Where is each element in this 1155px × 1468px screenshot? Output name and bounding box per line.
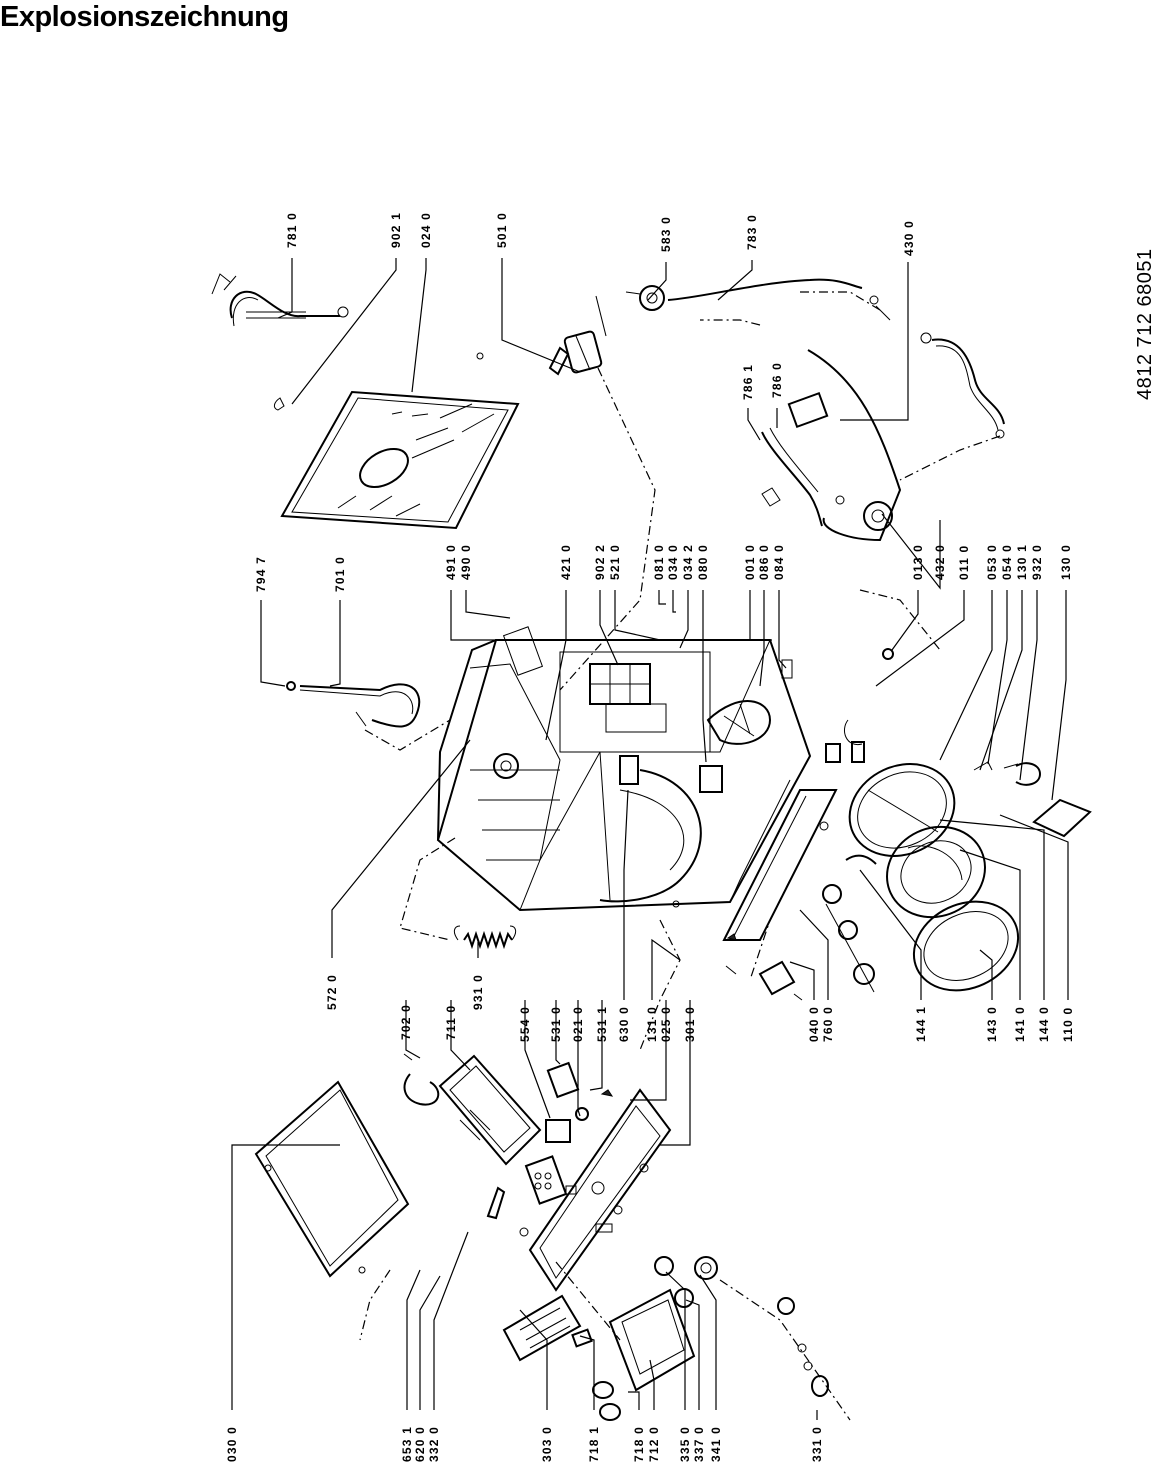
part-label-144-0: 144 0 bbox=[1037, 1006, 1051, 1042]
front-control-strip-drawing bbox=[528, 1088, 672, 1292]
part-label-781-0: 781 0 bbox=[285, 212, 299, 248]
part-label-131-0: 131 0 bbox=[645, 1006, 659, 1042]
part-label-620-0: 620 0 bbox=[413, 1426, 427, 1462]
pump-drawing bbox=[548, 295, 607, 376]
spring-drawing bbox=[453, 925, 517, 950]
part-labels: 781 0 902 1 024 0 501 0 583 0 783 0 430 … bbox=[225, 212, 1075, 1462]
part-label-902-1: 902 1 bbox=[389, 212, 403, 248]
dispenser-drawing bbox=[403, 1053, 542, 1166]
drain-hose-drawing bbox=[920, 332, 1005, 439]
part-label-421-0: 421 0 bbox=[559, 544, 573, 580]
part-label-030-0: 030 0 bbox=[225, 1426, 239, 1462]
fill-hose-drawing bbox=[286, 681, 421, 728]
part-label-783-0: 783 0 bbox=[745, 214, 759, 250]
part-label-718-1: 718 1 bbox=[587, 1426, 601, 1462]
part-label-341-0: 341 0 bbox=[709, 1426, 723, 1462]
sump-housing-drawing bbox=[787, 349, 902, 542]
part-label-630-0: 630 0 bbox=[617, 1006, 631, 1042]
part-label-932-0: 932 0 bbox=[1030, 544, 1044, 580]
part-label-080-0: 080 0 bbox=[696, 544, 710, 580]
part-label-430-0: 430 0 bbox=[902, 220, 916, 256]
part-label-141-0: 141 0 bbox=[1013, 1006, 1027, 1042]
page-title: Explosionszeichnung bbox=[0, 1, 289, 33]
part-label-143-0: 143 0 bbox=[985, 1006, 999, 1042]
part-label-034-2: 034 2 bbox=[681, 544, 695, 580]
part-label-013-0: 013 0 bbox=[911, 544, 925, 580]
part-label-931-0: 931 0 bbox=[471, 974, 485, 1010]
pressure-switch-drawing bbox=[625, 278, 891, 321]
feet-drawing bbox=[725, 884, 875, 1001]
part-label-902-2: 902 2 bbox=[593, 544, 607, 580]
part-label-144-1: 144 1 bbox=[914, 1006, 928, 1042]
part-label-024-0: 024 0 bbox=[419, 212, 433, 248]
drawn-parts bbox=[211, 273, 1092, 1421]
part-label-501-0: 501 0 bbox=[495, 212, 509, 248]
part-label-521-0: 521 0 bbox=[608, 544, 622, 580]
connecting-tube-drawing bbox=[761, 427, 823, 527]
part-label-337-0: 337 0 bbox=[692, 1426, 706, 1462]
part-label-332-0: 332 0 bbox=[427, 1426, 441, 1462]
part-label-794-7: 794 7 bbox=[254, 556, 268, 592]
leader-lines bbox=[231, 258, 1069, 1420]
part-label-760-0: 760 0 bbox=[821, 1006, 835, 1042]
part-label-491-0: 491 0 bbox=[444, 544, 458, 580]
part-label-086-0: 086 0 bbox=[757, 544, 771, 580]
part-label-331-0: 331 0 bbox=[810, 1426, 824, 1462]
part-label-653-1: 653 1 bbox=[400, 1426, 414, 1462]
worktop-drawing bbox=[254, 1080, 410, 1278]
part-label-490-0: 490 0 bbox=[459, 544, 473, 580]
part-label-130-1: 130 1 bbox=[1015, 544, 1029, 580]
part-label-054-0: 054 0 bbox=[1000, 544, 1014, 580]
dispenser-drawer-drawing bbox=[502, 1294, 582, 1362]
part-label-786-0: 786 0 bbox=[770, 362, 784, 398]
part-label-081-0: 081 0 bbox=[652, 544, 666, 580]
part-label-053-0: 053 0 bbox=[985, 544, 999, 580]
part-label-572-0: 572 0 bbox=[325, 974, 339, 1010]
door-assembly-drawing bbox=[845, 761, 1092, 992]
part-label-011-0: 011 0 bbox=[957, 545, 971, 580]
part-label-034-0: 034 0 bbox=[666, 544, 680, 580]
part-label-110-0: 110 0 bbox=[1061, 1007, 1075, 1042]
part-label-583-0: 583 0 bbox=[659, 216, 673, 252]
part-label-130-0: 130 0 bbox=[1059, 544, 1073, 580]
part-label-303-0: 303 0 bbox=[540, 1426, 554, 1462]
control-panel-drawing bbox=[486, 1061, 614, 1237]
front-strip-drawing bbox=[722, 789, 838, 941]
part-label-084-0: 084 0 bbox=[772, 544, 786, 580]
part-label-701-0: 701 0 bbox=[333, 556, 347, 592]
part-label-712-0: 712 0 bbox=[647, 1426, 661, 1462]
part-label-718-0: 718 0 bbox=[632, 1426, 646, 1462]
part-label-040-0: 040 0 bbox=[807, 1006, 821, 1042]
part-label-335-0: 335 0 bbox=[678, 1426, 692, 1462]
part-label-786-1: 786 1 bbox=[741, 364, 755, 400]
cabinet-drawing bbox=[436, 626, 894, 912]
part-label-001-0: 001 0 bbox=[743, 544, 757, 580]
soap-tray-drawing bbox=[571, 1288, 696, 1421]
knobs-drawing bbox=[654, 1256, 829, 1397]
inlet-hose-drawing bbox=[211, 273, 349, 327]
top-panel-drawing bbox=[273, 352, 520, 530]
